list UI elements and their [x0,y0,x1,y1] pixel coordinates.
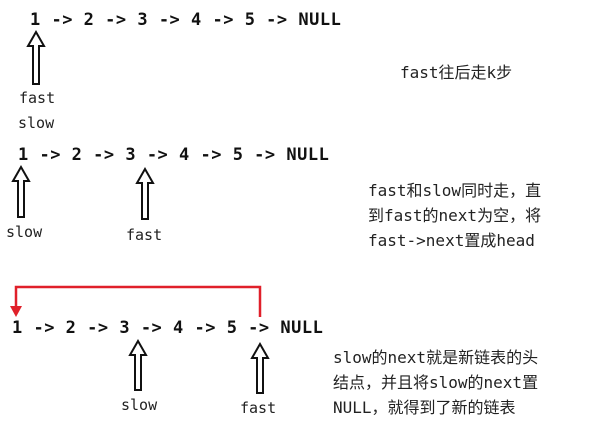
stage3-note: slow的next就是新链表的头结点，并且将slow的next置 NULL，就得到… [333,345,538,420]
stage2-slow-arrow-icon [11,164,31,218]
stage2-fast-label: fast [126,226,163,244]
stage1-linked-list: 1 -> 2 -> 3 -> 4 -> 5 -> NULL [30,10,342,30]
stage3-slow-label: slow [121,396,158,414]
stage3-link-arrowhead-icon [10,306,22,317]
stage1-slow-label: slow [18,114,55,132]
stage3-note-line: slow的next就是新链表的头 [333,348,539,367]
stage3-fast-label: fast [240,399,277,417]
stage2-note-line: 到fast的next为空，将 [368,206,542,225]
stage2-note: fast和slow同时走，直到fast的next为空，将 fast->next置成… [368,178,541,253]
stage3-slow-arrow-icon [128,338,148,391]
stage2-linked-list: 1 -> 2 -> 3 -> 4 -> 5 -> NULL [18,145,330,165]
stage3-fast-arrow-icon [250,341,270,394]
stage3-note-line: 结点，并且将slow的next置 [333,373,539,392]
stage2-slow-label: slow [6,223,43,241]
stage3-note-line: NULL，就得到了新的链表 [333,398,516,417]
stage1-fast-label: fast [19,89,56,107]
stage1-note: fast往后走k步 [400,63,513,82]
stage1-fast-arrow-icon [26,29,46,85]
stage3-fast-to-head-link [14,285,262,317]
stage2-note-line: fast->next置成head [368,231,535,250]
stage3-linked-list: 1 -> 2 -> 3 -> 4 -> 5 -> NULL [12,318,324,338]
stage2-fast-arrow-icon [135,166,155,220]
stage2-note-line: fast和slow同时走，直 [368,181,542,200]
